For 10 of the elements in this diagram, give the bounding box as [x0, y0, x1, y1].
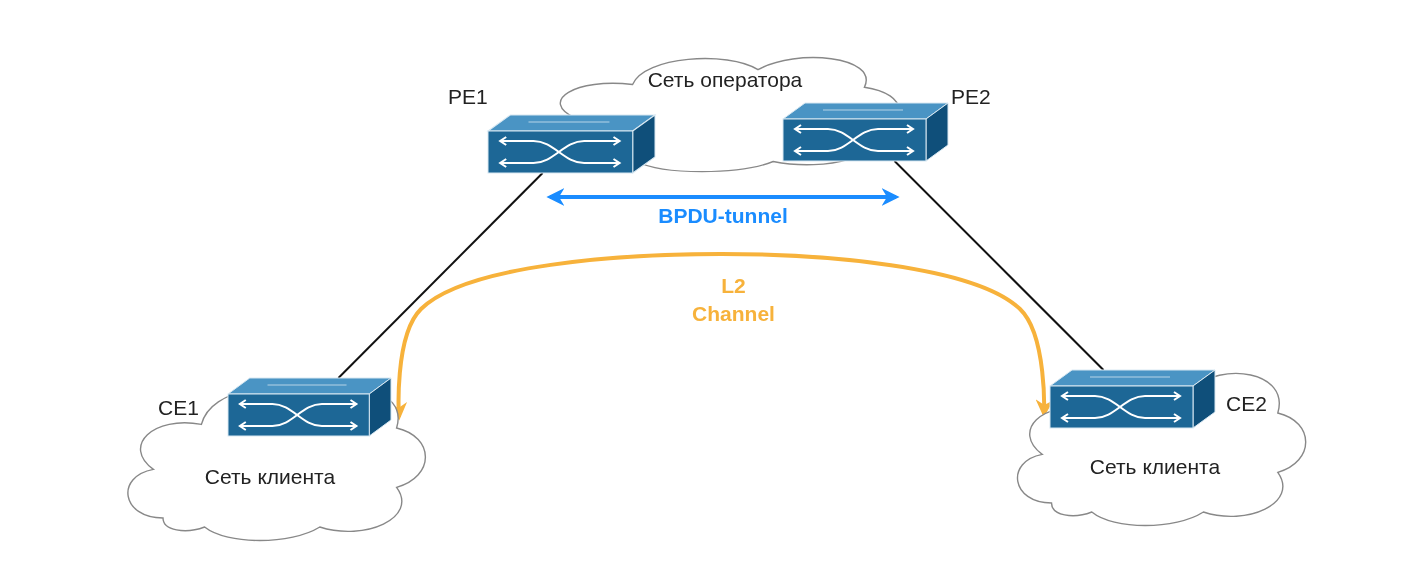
connection-line	[893, 160, 1105, 371]
network-label: Сеть клиента	[204, 465, 336, 489]
device-label: PE1	[448, 85, 488, 109]
network-label: Сеть клиента	[1089, 455, 1221, 479]
device-label: PE2	[951, 85, 991, 109]
connection-line	[337, 172, 544, 379]
device-label: CE2	[1226, 392, 1267, 416]
arrow	[546, 188, 900, 206]
device-label: CE1	[158, 396, 199, 420]
network-label: Сеть оператора	[647, 68, 803, 92]
